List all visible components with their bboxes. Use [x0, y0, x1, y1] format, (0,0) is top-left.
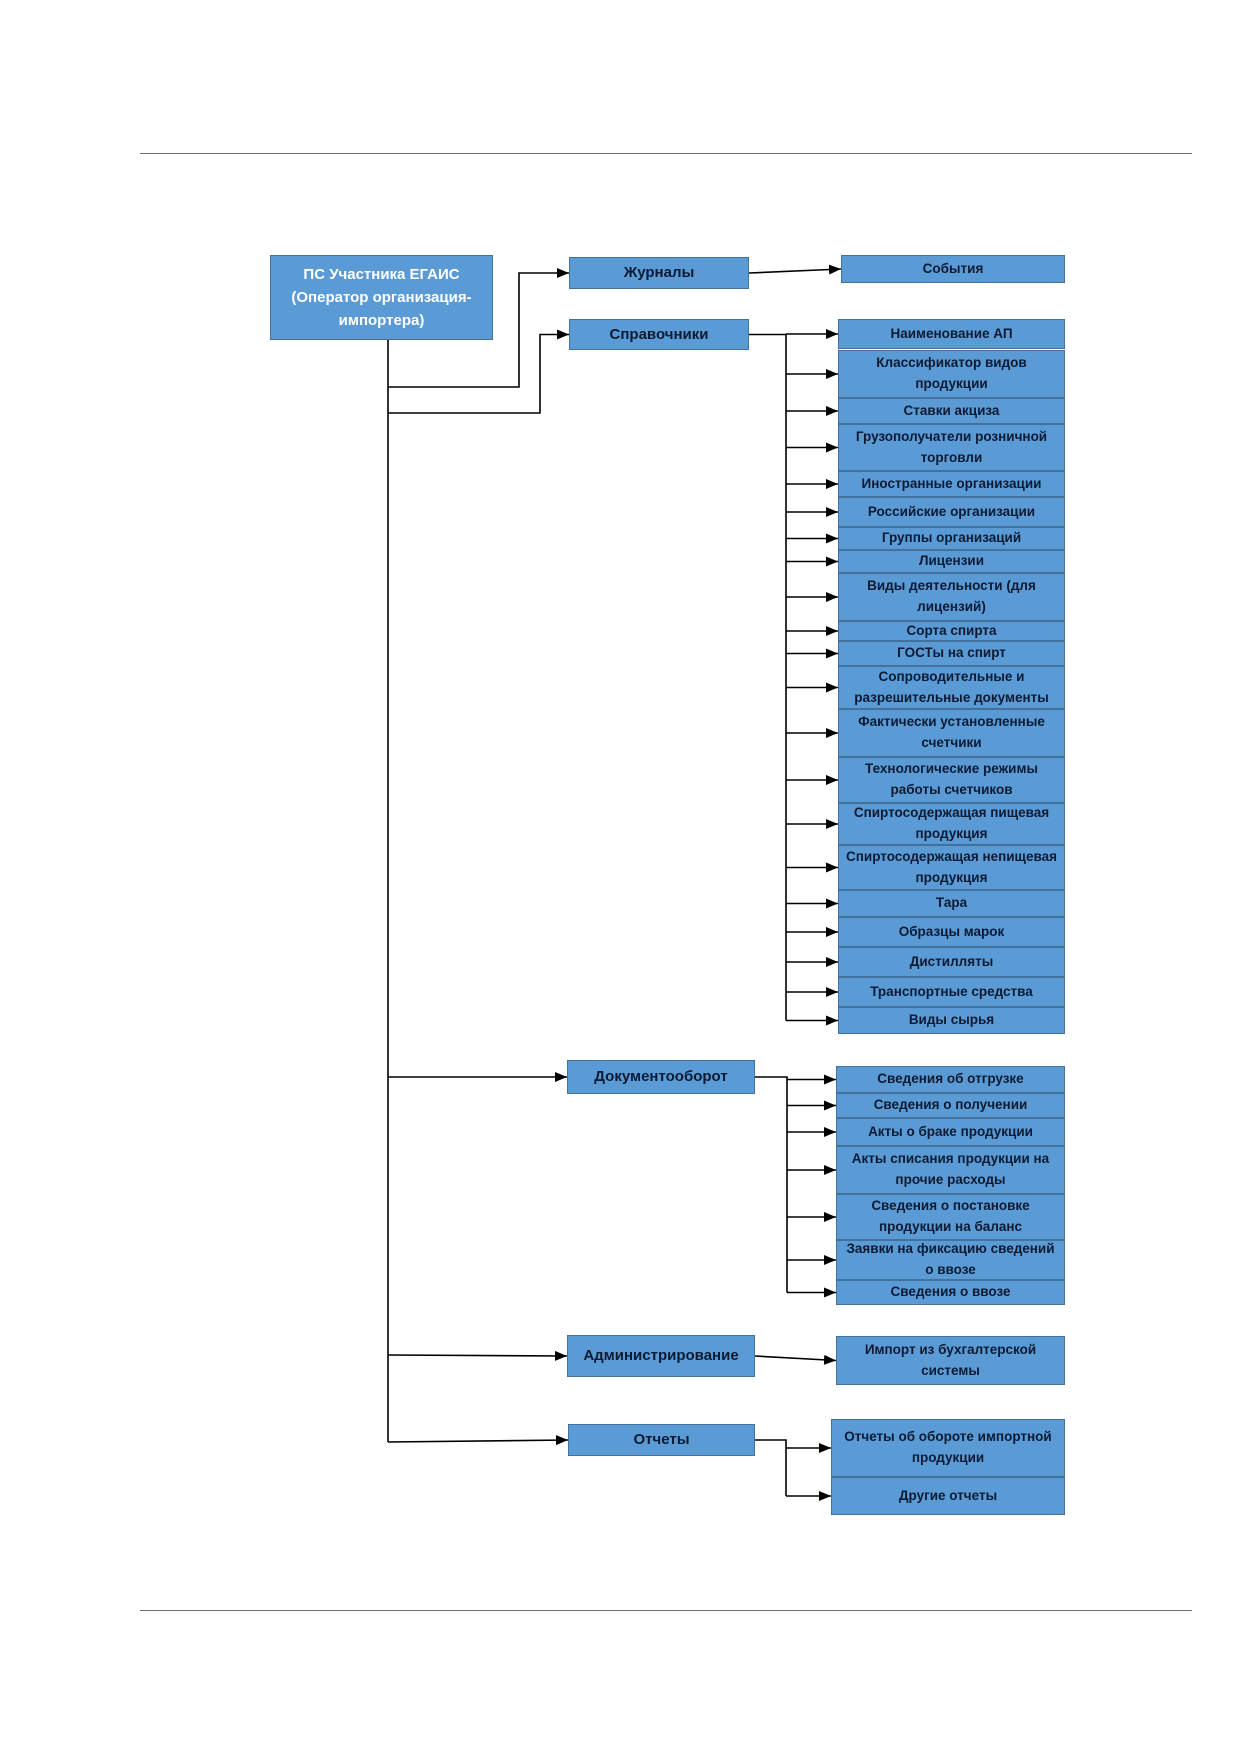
- group-journals: Журналы: [569, 257, 749, 289]
- spine-docflow: [755, 1076, 788, 1293]
- spine-directories: [749, 333, 787, 1021]
- directories-leaf-1: Классификатор видов продукции: [838, 350, 1065, 398]
- directories-leaf-6: Группы организаций: [838, 527, 1065, 550]
- docflow-leaf-3: Акты списания продукции на прочие расход…: [836, 1146, 1065, 1194]
- header-rule: [140, 153, 1192, 154]
- directories-leaf-13: Технологические режимы работы счетчиков: [838, 757, 1065, 803]
- directories-leaf-9: Сорта спирта: [838, 621, 1065, 641]
- reports-leaf-1: Другие отчеты: [831, 1477, 1065, 1515]
- docflow-leaf-4: Сведения о постановке продукции на балан…: [836, 1194, 1065, 1240]
- directories-leaf-0: Наименование АП: [838, 319, 1065, 349]
- directories-leaf-17: Образцы марок: [838, 917, 1065, 947]
- spine-reports: [755, 1439, 787, 1496]
- reports-leaf-0: Отчеты об обороте импортной продукции: [831, 1419, 1065, 1477]
- connector-reports: [387, 1435, 569, 1446]
- footer-rule: [140, 1610, 1192, 1611]
- directories-leaf-14: Спиртосодержащая пищевая продукция: [838, 803, 1065, 845]
- docflow-leaf-2: Акты о браке продукции: [836, 1118, 1065, 1146]
- admin-leaf-0: Импорт из бухгалтерской системы: [836, 1336, 1065, 1385]
- connector-admin: [387, 1350, 568, 1361]
- directories-leaf-3: Грузополучатели розничной торговли: [838, 424, 1065, 471]
- directories-leaf-10: ГОСТы на спирт: [838, 641, 1065, 666]
- directories-leaf-4: Иностранные организации: [838, 471, 1065, 497]
- directories-leaf-19: Транспортные средства: [838, 977, 1065, 1007]
- group-directories: Справочники: [569, 319, 749, 350]
- directories-leaf-8: Виды деятельности (для лицензий): [838, 573, 1065, 621]
- directories-leaf-7: Лицензии: [838, 550, 1065, 573]
- docflow-leaf-0: Сведения об отгрузке: [836, 1066, 1065, 1093]
- docflow-leaf-1: Сведения о получении: [836, 1093, 1065, 1118]
- journals-leaf-0: События: [841, 255, 1065, 283]
- directories-leaf-16: Тара: [838, 890, 1065, 917]
- docflow-leaf-5: Заявки на фиксацию сведений о ввозе: [836, 1240, 1065, 1280]
- directories-leaf-18: Дистилляты: [838, 947, 1065, 977]
- group-docflow: Документооборот: [567, 1060, 755, 1094]
- directories-leaf-20: Виды сырья: [838, 1007, 1065, 1034]
- root-node: ПС Участника ЕГАИС (Оператор организация…: [270, 255, 493, 340]
- docflow-leaf-6: Сведения о ввозе: [836, 1280, 1065, 1305]
- connector-journals-leaf-0: [748, 264, 842, 275]
- group-admin: Администрирование: [567, 1335, 755, 1377]
- connector-directories: [388, 329, 569, 414]
- directories-leaf-5: Российские организации: [838, 497, 1065, 527]
- directories-leaf-12: Фактически установленные счетчики: [838, 709, 1065, 757]
- connector-journals: [388, 268, 569, 388]
- connector-admin-leaf-0: [754, 1354, 837, 1365]
- group-reports: Отчеты: [568, 1424, 755, 1456]
- directories-leaf-11: Сопроводительные и разрешительные докуме…: [838, 666, 1065, 709]
- directories-leaf-15: Спиртосодержащая непищевая продукция: [838, 845, 1065, 890]
- directories-leaf-2: Ставки акциза: [838, 398, 1065, 424]
